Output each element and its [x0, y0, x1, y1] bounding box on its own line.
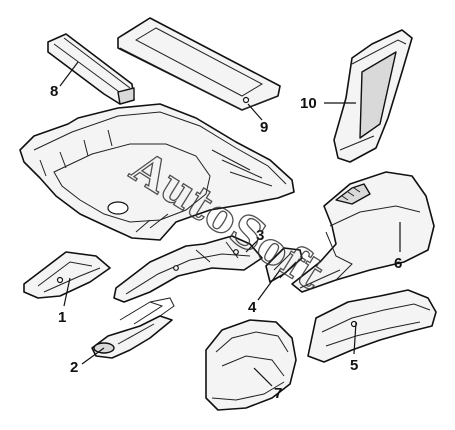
leader-1 [63, 277, 71, 307]
callout-5: 5 [350, 357, 358, 374]
part-9-parcel-shelf [117, 17, 281, 111]
part-7-wheel-arch-inner [205, 319, 297, 411]
part-5-side-panel [307, 289, 437, 363]
callout-4: 4 [248, 299, 257, 316]
part-2-tool-holder [91, 297, 175, 359]
leader-4 [257, 269, 281, 301]
callout-10: 10 [300, 95, 317, 112]
rear-floor-pan [19, 103, 295, 241]
part-4-gusset [265, 247, 303, 283]
leader-7 [253, 367, 273, 387]
callout-9: 9 [260, 119, 268, 136]
leader-9 [247, 103, 263, 121]
leader-5 [353, 321, 357, 355]
part-6-wheel-arch-outer [291, 171, 435, 293]
part-8-crossmember [47, 33, 135, 105]
leader-8 [59, 61, 79, 87]
leader-3 [245, 239, 259, 253]
callout-6: 6 [394, 255, 402, 272]
part-1-bracket [23, 251, 111, 299]
part-3-rail [113, 235, 263, 303]
callout-3: 3 [256, 227, 264, 244]
callout-7: 7 [274, 385, 282, 402]
leader-2 [81, 347, 105, 365]
part-10-pillar-panel [333, 29, 413, 163]
leader-lines [59, 61, 401, 387]
callout-labels: 8 9 10 3 4 1 2 6 5 7 [50, 83, 402, 402]
callout-2: 2 [70, 359, 78, 376]
callout-8: 8 [50, 83, 58, 100]
callout-1: 1 [58, 309, 66, 326]
